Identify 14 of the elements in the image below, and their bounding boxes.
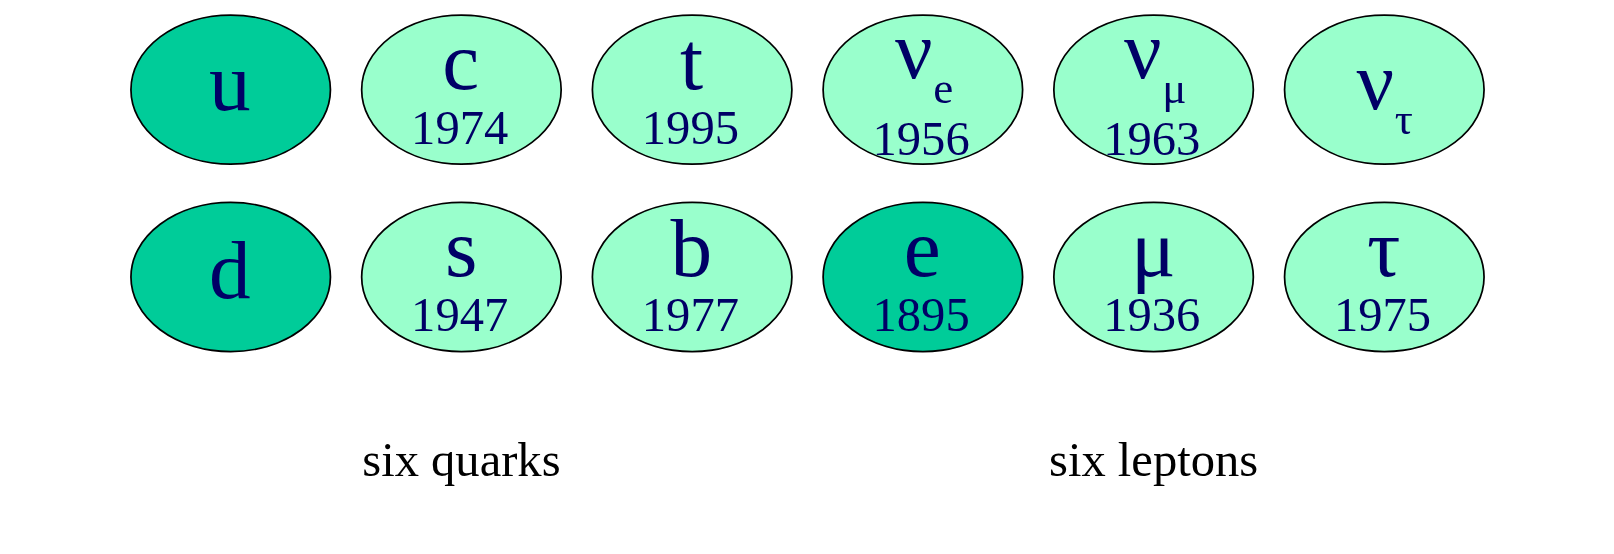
node-ellipse: ν$_{e}$ 1956 — [821, 14, 1023, 166]
node-ellipse: t 1995 — [591, 14, 793, 166]
node-ellipse: τ 1975 — [1283, 201, 1485, 353]
node-ellipse: ν$_{μ}$ 1963 — [1052, 14, 1254, 166]
node-ellipse: e 1895 — [821, 201, 1023, 353]
label: six quarks — [361, 433, 561, 488]
node-ellipse: ν$_{τ}$ — [1283, 14, 1485, 166]
node-ellipse: s 1947 — [360, 201, 562, 353]
label: six leptons — [1048, 433, 1258, 488]
node-ellipse: c 1974 — [360, 14, 562, 166]
node-ellipse: u — [129, 14, 331, 166]
node-ellipse: d — [129, 201, 331, 353]
node-ellipse: μ 1936 — [1052, 201, 1254, 353]
node-ellipse: b 1977 — [591, 201, 793, 353]
